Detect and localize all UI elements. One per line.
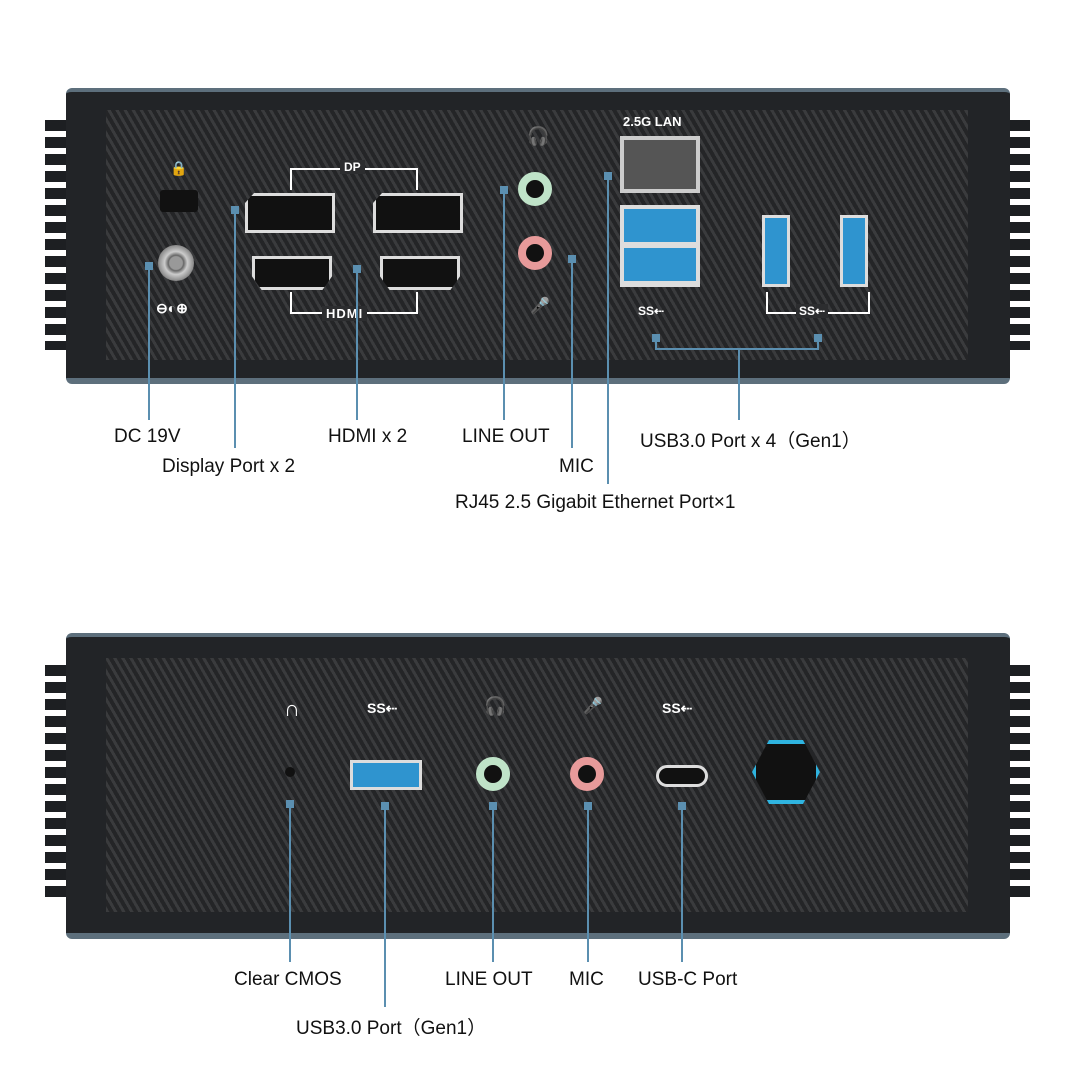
carbon-panel: [106, 658, 968, 912]
hdmi-1: [252, 256, 332, 290]
leader-dc: [148, 262, 150, 420]
line-out-jack: [476, 757, 510, 791]
usb-stack: [620, 205, 700, 287]
lock-icon: 🔒: [170, 160, 188, 176]
clear-cmos-hole: [285, 767, 295, 777]
leader-usb: [384, 802, 386, 1007]
leader-lineout: [503, 186, 505, 420]
label-usb: USB3.0 Port x 4（Gen1）: [640, 431, 861, 452]
line-out-jack: [518, 172, 552, 206]
dp-silk: DP: [340, 160, 365, 174]
label-rj45: RJ45 2.5 Gigabit Ethernet Port×1: [455, 492, 736, 513]
leader-usbc: [681, 802, 683, 962]
carbon-panel: [106, 110, 968, 360]
mic-icon: 🎤: [530, 298, 550, 315]
mic-jack: [570, 757, 604, 791]
leader-dp: [234, 206, 236, 448]
superspeed-icon: SS⇠: [796, 304, 829, 318]
displayport-2: [373, 193, 463, 233]
superspeed-icon: SS⇠: [367, 700, 398, 716]
lan-silk: 2.5G LAN: [623, 114, 682, 129]
usb-port-3: [762, 215, 790, 287]
headphone-icon: 🎧: [527, 126, 550, 146]
label-dc: DC 19V: [114, 426, 181, 447]
label-usb: USB3.0 Port（Gen1）: [296, 1018, 487, 1039]
usb-a-port: [350, 760, 422, 790]
headphone-icon: 🎧: [484, 696, 507, 716]
displayport-1: [245, 193, 335, 233]
dc-polarity-icon: ⊖◐⊕: [156, 300, 188, 316]
leader-cmos: [289, 800, 291, 962]
label-lineout: LINE OUT: [462, 426, 550, 447]
kensington-lock: [160, 190, 198, 212]
label-hdmi: HDMI x 2: [328, 426, 408, 447]
cmos-icon: ∩: [284, 696, 300, 721]
leader-rj45: [607, 172, 609, 484]
superspeed-icon: SS⇠: [662, 700, 693, 716]
label-mic: MIC: [559, 456, 594, 477]
label-usbc: USB-C Port: [638, 969, 738, 990]
mic-icon: 🎤: [583, 698, 603, 715]
usb-port-4: [840, 215, 868, 287]
hdmi-silk: HDMI: [322, 306, 368, 321]
leader-mic: [571, 255, 573, 448]
superspeed-icon: SS⇠: [638, 304, 665, 318]
label-mic: MIC: [569, 969, 604, 990]
mic-jack: [518, 236, 552, 270]
leader-usb: [738, 348, 740, 420]
rj45-port: [620, 136, 700, 193]
label-clear-cmos: Clear CMOS: [234, 969, 342, 990]
hdmi-2: [380, 256, 460, 290]
leader-hdmi: [356, 265, 358, 420]
leader-mic: [587, 802, 589, 962]
dc-jack: [158, 245, 194, 281]
label-displayport: Display Port x 2: [162, 456, 296, 477]
label-lineout: LINE OUT: [445, 969, 533, 990]
leader-lineout: [492, 802, 494, 962]
usb-c-port: [656, 765, 708, 787]
